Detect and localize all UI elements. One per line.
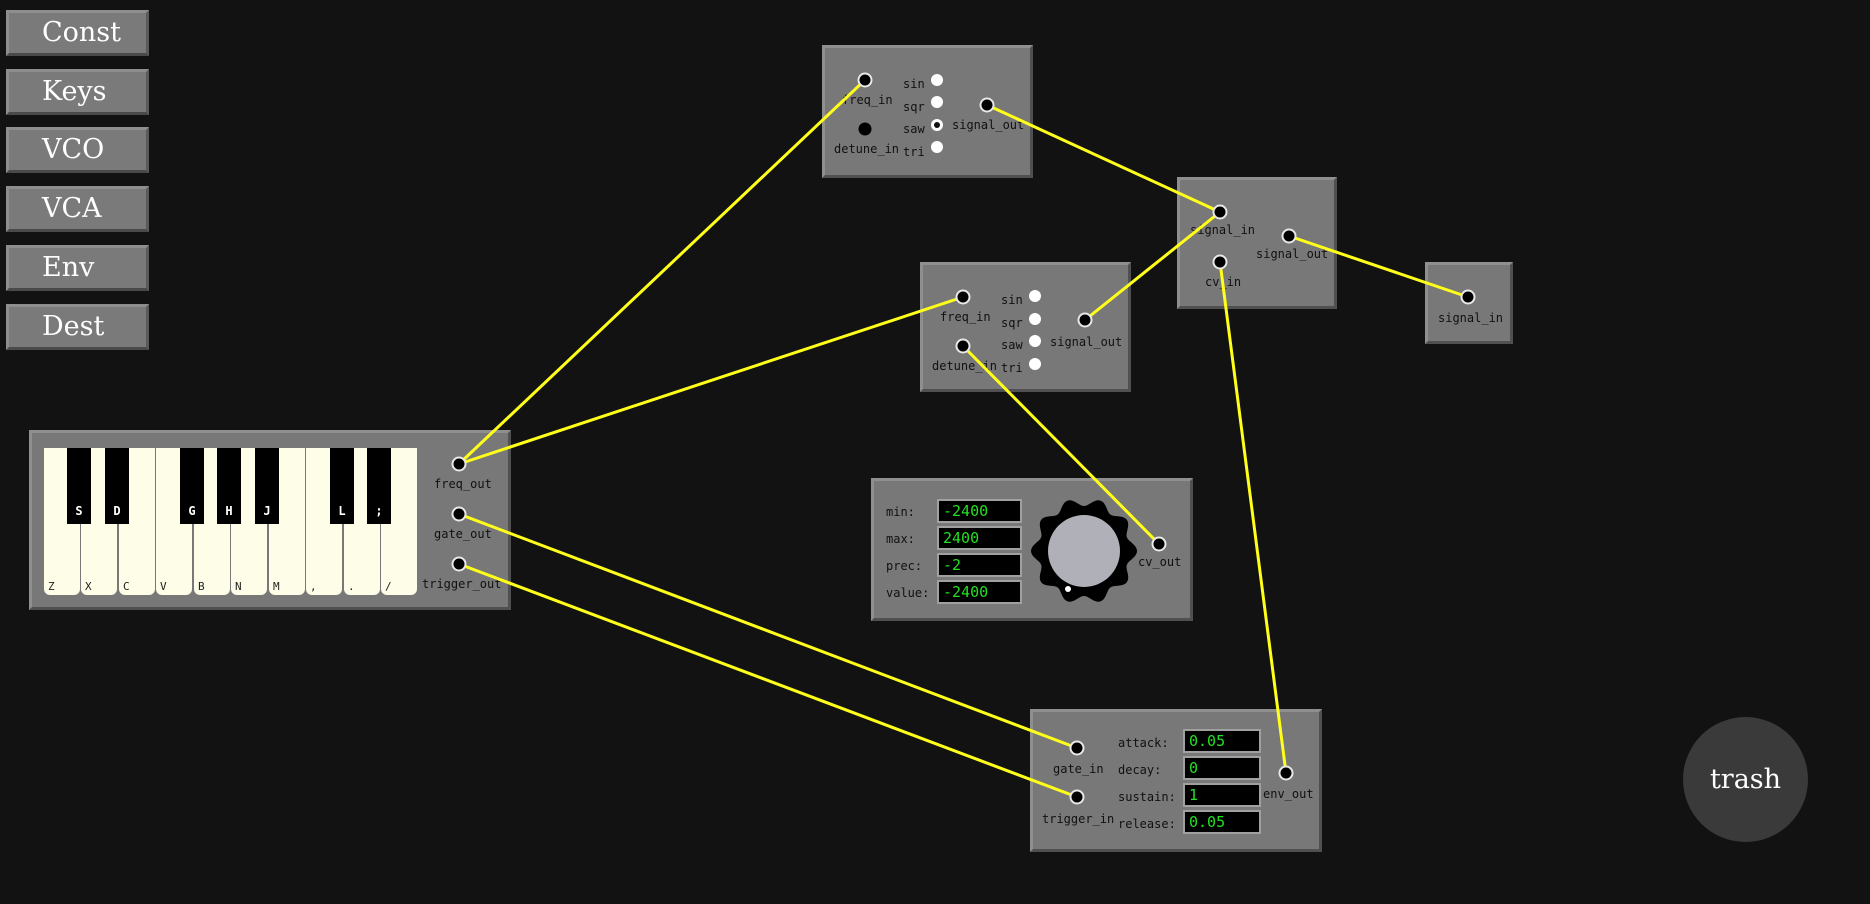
- cv-out-label: cv_out: [1138, 555, 1182, 569]
- wave-sqr-radio[interactable]: [1029, 313, 1041, 325]
- wire-keys-freq-to-vco2-freq: [457, 295, 965, 466]
- freq-in-label: freq_in: [842, 93, 893, 107]
- min-input[interactable]: -2400: [937, 499, 1022, 523]
- cv-in-label: cv_in: [1205, 275, 1242, 289]
- vco2-detune-in-port[interactable]: [955, 338, 971, 354]
- decay-input[interactable]: 0: [1183, 756, 1261, 780]
- detune-in-label: detune_in: [834, 142, 900, 156]
- value-input[interactable]: -2400: [937, 580, 1022, 604]
- env-trigger-in-port[interactable]: [1069, 789, 1085, 805]
- black-key-semicolon[interactable]: ;: [367, 448, 391, 524]
- wire-keys-freq-to-vco1-freq: [457, 78, 867, 466]
- env-out-label: env_out: [1263, 787, 1314, 801]
- max-input[interactable]: 2400: [937, 526, 1022, 550]
- keys-freq-out-port[interactable]: [451, 456, 467, 472]
- env-env-out-port[interactable]: [1278, 765, 1294, 781]
- vco1-signal-out-port[interactable]: [979, 97, 995, 113]
- wave-sin-radio[interactable]: [931, 74, 943, 86]
- signal-out-label: signal_out: [1256, 247, 1329, 261]
- wave-tri-radio[interactable]: [931, 141, 943, 153]
- const-cv-out-port[interactable]: [1151, 536, 1167, 552]
- keys-trigger-out-port[interactable]: [451, 556, 467, 572]
- knob-indicator: [1065, 586, 1071, 592]
- release-input[interactable]: 0.05: [1183, 810, 1261, 834]
- menu-const-button[interactable]: Const: [6, 10, 149, 56]
- env-module[interactable]: gate_in trigger_in attack: decay: sustai…: [1030, 709, 1322, 852]
- wave-sin-label: sin: [903, 77, 925, 91]
- min-label: min:: [886, 505, 915, 519]
- prec-input[interactable]: -2: [937, 553, 1022, 577]
- attack-label: attack:: [1118, 736, 1169, 750]
- value-label: value:: [886, 586, 930, 600]
- signal-out-label: signal_out: [1050, 335, 1123, 349]
- gate-out-label: gate_out: [434, 527, 492, 541]
- vco1-freq-in-port[interactable]: [857, 72, 873, 88]
- decay-label: decay:: [1118, 763, 1162, 777]
- wave-sqr-label: sqr: [903, 100, 925, 114]
- vca-signal-in-port[interactable]: [1212, 204, 1228, 220]
- menu-env-button[interactable]: Env: [6, 245, 149, 291]
- prec-label: prec:: [886, 559, 923, 573]
- black-key-g[interactable]: G: [180, 448, 204, 524]
- black-key-d[interactable]: D: [105, 448, 129, 524]
- const-module[interactable]: min: max: prec: value: -2400 2400 -2 -24…: [871, 478, 1193, 621]
- max-label: max:: [886, 532, 915, 546]
- wave-tri-label: tri: [1001, 361, 1023, 375]
- gate-in-label: gate_in: [1053, 762, 1104, 776]
- menu-keys-button[interactable]: Keys: [6, 69, 149, 115]
- signal-in-label: signal_in: [1438, 311, 1504, 325]
- wave-sqr-radio[interactable]: [931, 96, 943, 108]
- keys-module[interactable]: Z X C V B N M , . / S D G H J L ; freq_o…: [29, 430, 511, 610]
- wave-saw-radio[interactable]: [1029, 335, 1041, 347]
- wire-env-out-to-vca-cv: [1218, 260, 1288, 775]
- vca-module[interactable]: signal_in cv_in signal_out: [1177, 177, 1337, 309]
- freq-out-label: freq_out: [434, 477, 492, 491]
- signal-out-label: signal_out: [952, 118, 1025, 132]
- trigger-out-label: trigger_out: [422, 577, 502, 591]
- wave-sqr-label: sqr: [1001, 316, 1023, 330]
- attack-input[interactable]: 0.05: [1183, 729, 1261, 753]
- vco-module-1[interactable]: freq_in detune_in sin sqr saw tri signal…: [822, 45, 1033, 178]
- wave-saw-label: saw: [903, 122, 925, 136]
- env-gate-in-port[interactable]: [1069, 740, 1085, 756]
- value-knob[interactable]: [1029, 496, 1139, 606]
- wave-sin-label: sin: [1001, 293, 1023, 307]
- black-key-h[interactable]: H: [217, 448, 241, 524]
- wave-saw-label: saw: [1001, 338, 1023, 352]
- keys-gate-out-port[interactable]: [451, 506, 467, 522]
- wave-tri-radio[interactable]: [1029, 358, 1041, 370]
- wave-tri-label: tri: [903, 145, 925, 159]
- freq-in-label: freq_in: [940, 310, 991, 324]
- menu-vco-button[interactable]: VCO: [6, 127, 149, 173]
- trash-button[interactable]: trash: [1683, 717, 1808, 842]
- vco2-freq-in-port[interactable]: [955, 289, 971, 305]
- dest-signal-in-port[interactable]: [1460, 289, 1476, 305]
- vco2-signal-out-port[interactable]: [1077, 312, 1093, 328]
- wave-sin-radio[interactable]: [1029, 290, 1041, 302]
- vca-cv-in-port[interactable]: [1212, 254, 1228, 270]
- black-key-s[interactable]: S: [67, 448, 91, 524]
- sustain-input[interactable]: 1: [1183, 783, 1261, 807]
- menu-vca-button[interactable]: VCA: [6, 186, 149, 232]
- black-key-j[interactable]: J: [255, 448, 279, 524]
- sustain-label: sustain:: [1118, 790, 1176, 804]
- vca-signal-out-port[interactable]: [1281, 228, 1297, 244]
- trigger-in-label: trigger_in: [1042, 812, 1115, 826]
- black-key-l[interactable]: L: [330, 448, 354, 524]
- release-label: release:: [1118, 817, 1176, 831]
- detune-in-label: detune_in: [932, 359, 998, 373]
- wave-saw-radio[interactable]: [931, 119, 943, 131]
- vco1-detune-in-port[interactable]: [858, 122, 872, 136]
- menu-dest-button[interactable]: Dest: [6, 304, 149, 350]
- signal-in-label: signal_in: [1190, 223, 1256, 237]
- vco-module-2[interactable]: freq_in detune_in sin sqr saw tri signal…: [920, 262, 1131, 392]
